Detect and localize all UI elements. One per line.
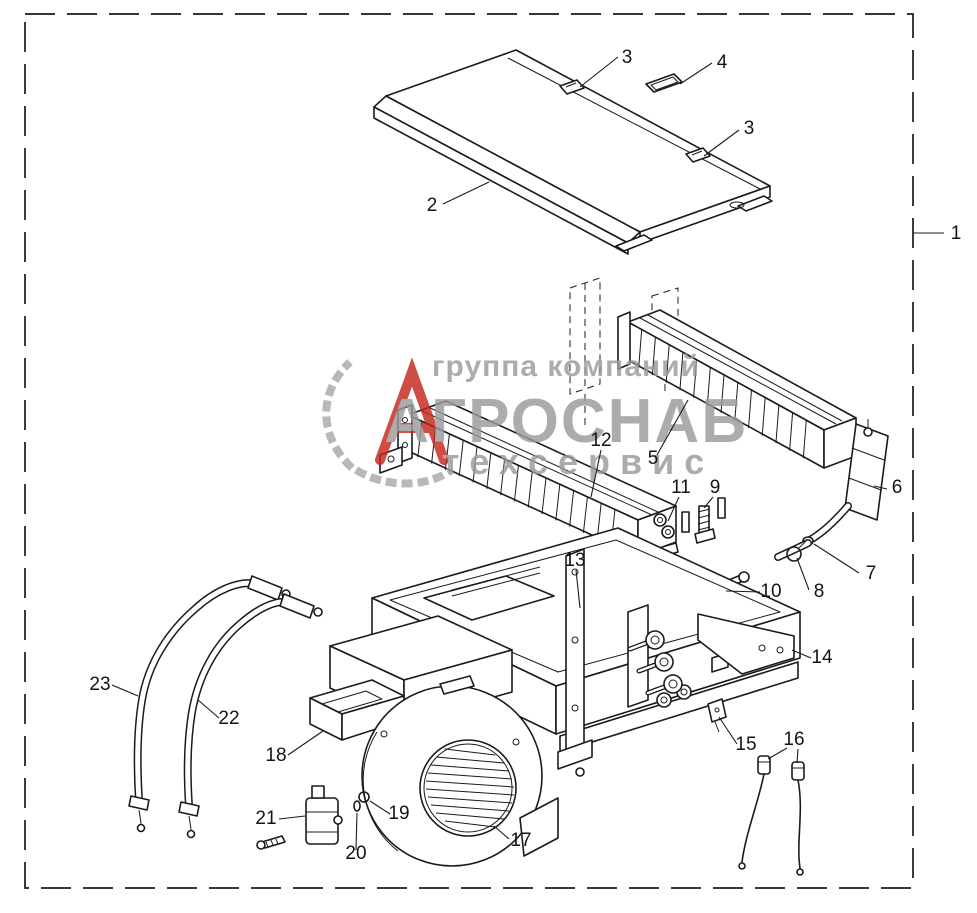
callout-label: 3 [744,118,755,139]
callout-label: 11 [671,477,691,498]
callout-labels: 3 4 3 2 1 12 5 11 9 6 13 7 8 10 14 23 22… [89,47,961,864]
callout-label: 15 [735,734,756,755]
callout-label: 22 [218,708,239,729]
screw [256,835,286,850]
frame-border [24,13,914,889]
retainer-clip [707,698,727,733]
callout-label: 13 [564,550,585,571]
pipe-23 [128,575,291,833]
hose-clamp [786,546,802,562]
callout-label: 18 [265,745,286,766]
cover-foot [615,234,653,252]
callout-label: 21 [255,808,276,829]
blower-outlet [519,797,559,857]
callout-label: 10 [760,581,781,602]
callout-label: 16 [783,729,804,750]
callout-label: 9 [710,477,721,498]
callout-label: 7 [866,563,877,584]
pipe-22 [178,593,323,839]
callout-label: 4 [717,52,728,73]
callout-label: 5 [648,448,659,469]
callout-label: 20 [345,843,366,864]
callout-label: 14 [811,647,833,668]
cover-clip [559,79,585,95]
watermark-line2: АГРОСНАБ [384,387,748,456]
fitting-manifold [627,604,683,708]
cover-panel-assembly [373,49,773,255]
blower-inlet [419,739,517,837]
callout-label: 17 [510,830,531,851]
side-tank [844,423,889,521]
latch-plate [645,73,683,93]
wreath-logo [322,359,355,471]
watermark-line1: группа компаний [432,350,700,383]
cover-clip [685,147,711,163]
blower-assembly [309,615,559,867]
leader-lines [111,56,944,851]
mounting-bracket [697,613,795,675]
callout-label: 1 [951,223,962,244]
flap-door [309,679,405,741]
watermark-line3: техсервис [442,441,715,482]
callout-label: 6 [892,477,903,498]
o-ring [353,800,361,812]
o-ring [358,791,370,803]
cover-foot [737,195,773,212]
expansion-valve [305,785,343,845]
callout-label: 23 [89,674,110,695]
sensor-wires [738,755,805,876]
callout-label: 3 [622,47,633,68]
callout-label: 2 [427,195,438,216]
callout-label: 8 [814,581,825,602]
callout-label: 19 [388,803,409,824]
watermark-accent-letter [375,357,449,465]
callout-label: 12 [590,430,611,451]
